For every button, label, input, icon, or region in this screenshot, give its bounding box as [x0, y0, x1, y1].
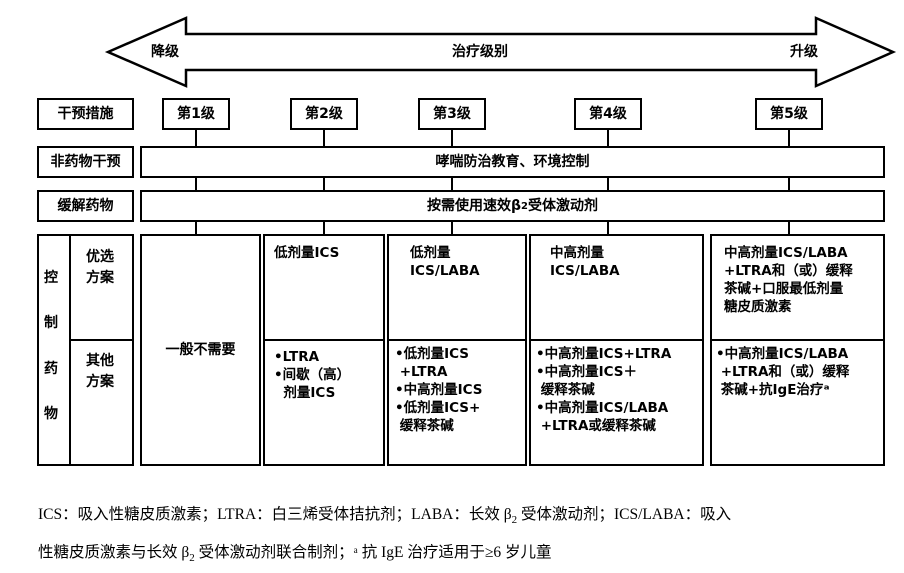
footnote-line-2-sub: 2 — [189, 552, 195, 565]
level-3-box: 第3级 — [418, 98, 486, 130]
connector — [195, 222, 197, 234]
level-4-preferred-line: 中高剂量 — [550, 245, 604, 261]
connector — [607, 130, 609, 146]
level-3-other-line: +LTRA — [395, 364, 448, 380]
level-4-control — [529, 234, 704, 466]
non-drug-label: 非药物干预 — [37, 146, 134, 178]
level-3-preferred: 低剂量 ICS/LABA — [410, 244, 480, 280]
relief-text-post: 受体激动剂 — [528, 197, 598, 214]
treatment-level-label: 治疗级别 — [452, 44, 508, 60]
control-label-block — [37, 234, 134, 466]
connector — [451, 130, 453, 146]
connector — [323, 178, 325, 190]
level-2-other-line: •间歇（高） — [274, 367, 351, 383]
level-4-preferred: 中高剂量 ICS/LABA — [550, 244, 620, 280]
level-5-box: 第5级 — [755, 98, 823, 130]
footnote-line-2: 性糖皮质激素与长效 β2 受体激动剂联合制剂；ᵃ 抗 IgE 治疗适用于≥6 岁… — [38, 540, 552, 564]
other-label-line: 其他 — [86, 353, 114, 369]
divider — [69, 236, 71, 464]
level-2-control — [263, 234, 385, 466]
relief-label: 缓解药物 — [37, 190, 134, 222]
divider — [69, 339, 132, 341]
level-2-other-line: 剂量ICS — [274, 385, 336, 401]
level-4-box: 第4级 — [574, 98, 642, 130]
level-4-preferred-line: ICS/LABA — [550, 263, 620, 279]
treatment-level-arrow — [104, 16, 897, 88]
divider — [389, 339, 525, 341]
level-5-control — [710, 234, 885, 466]
level-2-preferred-line: 低剂量ICS — [274, 245, 340, 261]
level-5-other: •中高剂量ICS/LABA +LTRA和（或）缓释 茶碱+抗IgE治疗ᵃ — [716, 345, 849, 399]
footnote-line-1-post: 受体激动剂；ICS/LABA：吸入 — [517, 506, 732, 523]
connector — [788, 222, 790, 234]
level-4-other: •中高剂量ICS+LTRA •中高剂量ICS＋ 缓释茶碱 •中高剂量ICS/LA… — [536, 345, 671, 435]
relief-text-pre: 按需使用速效β — [427, 197, 522, 214]
control-label-char: 控 — [44, 270, 58, 286]
level-4-other-line: •中高剂量ICS+LTRA — [536, 346, 672, 362]
footnote-line-1: ICS：吸入性糖皮质激素；LTRA：白三烯受体拮抗剂；LABA：长效 β2 受体… — [38, 502, 731, 526]
divider — [712, 339, 883, 341]
preferred-label-line: 优选 — [86, 249, 114, 265]
level-4-other-line: •中高剂量ICS＋ — [536, 364, 638, 380]
footnote-line-2-post: 受体激动剂联合制剂；ᵃ 抗 IgE 治疗适用于≥6 岁儿童 — [194, 544, 552, 561]
level-3-other-line: 缓释茶碱 — [395, 418, 454, 434]
preferred-label-line: 方案 — [86, 270, 114, 286]
level-3-preferred-line: 低剂量 — [410, 245, 451, 261]
level-3-preferred-line: ICS/LABA — [410, 263, 480, 279]
other-label: 其他 方案 — [86, 352, 114, 392]
divider — [265, 339, 383, 341]
level-2-preferred: 低剂量ICS — [274, 244, 339, 262]
level-3-other-line: •中高剂量ICS — [395, 382, 483, 398]
level-4-other-line: +LTRA或缓释茶碱 — [536, 418, 656, 434]
level-5-preferred: 中高剂量ICS/LABA +LTRA和（或）缓释 茶碱+口服最低剂量 糖皮质激素 — [724, 244, 853, 316]
connector — [323, 222, 325, 234]
level-3-other: •低剂量ICS +LTRA •中高剂量ICS •低剂量ICS+ 缓释茶碱 — [395, 345, 483, 435]
level-2-other-line: •LTRA — [274, 349, 320, 365]
connector — [607, 222, 609, 234]
connector — [607, 178, 609, 190]
downgrade-label: 降级 — [151, 44, 179, 60]
level-5-other-line: 茶碱+抗IgE治疗ᵃ — [716, 382, 830, 398]
connector — [451, 222, 453, 234]
level-5-preferred-line: 中高剂量ICS/LABA — [724, 245, 848, 261]
footnote-line-2-pre: 性糖皮质激素与长效 β — [38, 544, 190, 561]
preferred-label: 优选 方案 — [86, 248, 114, 288]
connector — [195, 130, 197, 146]
connector — [788, 130, 790, 146]
intervention-label: 干预措施 — [37, 98, 134, 130]
level-4-other-line: 缓释茶碱 — [536, 382, 595, 398]
relief-text-sub: 2 — [521, 200, 528, 212]
level-4-other-line: •中高剂量ICS/LABA — [536, 400, 669, 416]
control-label-char: 物 — [44, 406, 58, 422]
divider — [531, 339, 702, 341]
upgrade-label: 升级 — [790, 44, 818, 60]
level-2-box: 第2级 — [290, 98, 358, 130]
control-label-char: 药 — [44, 361, 58, 377]
level-5-other-line: •中高剂量ICS/LABA — [716, 346, 849, 362]
connector — [195, 178, 197, 190]
level-3-other-line: •低剂量ICS+ — [395, 400, 481, 416]
level-5-preferred-line: 茶碱+口服最低剂量 — [724, 281, 844, 297]
control-label-char: 制 — [44, 315, 58, 331]
footnote-line-1-sub: 2 — [511, 514, 518, 527]
non-drug-content: 哮喘防治教育、环境控制 — [140, 146, 885, 178]
level-5-other-line: +LTRA和（或）缓释 — [716, 364, 850, 380]
level-2-other: •LTRA •间歇（高） 剂量ICS — [274, 348, 350, 402]
level-1-control: 一般不需要 — [140, 234, 261, 466]
level-3-other-line: •低剂量ICS — [395, 346, 470, 362]
footnote-line-1-pre: ICS：吸入性糖皮质激素；LTRA：白三烯受体拮抗剂；LABA：长效 β — [38, 506, 512, 523]
connector — [451, 178, 453, 190]
level-5-preferred-line: +LTRA和（或）缓释 — [724, 263, 853, 279]
level-3-control — [387, 234, 527, 466]
connector — [788, 178, 790, 190]
level-5-preferred-line: 糖皮质激素 — [724, 299, 792, 315]
level-1-box: 第1级 — [162, 98, 230, 130]
other-label-line: 方案 — [86, 374, 114, 390]
connector — [323, 130, 325, 146]
